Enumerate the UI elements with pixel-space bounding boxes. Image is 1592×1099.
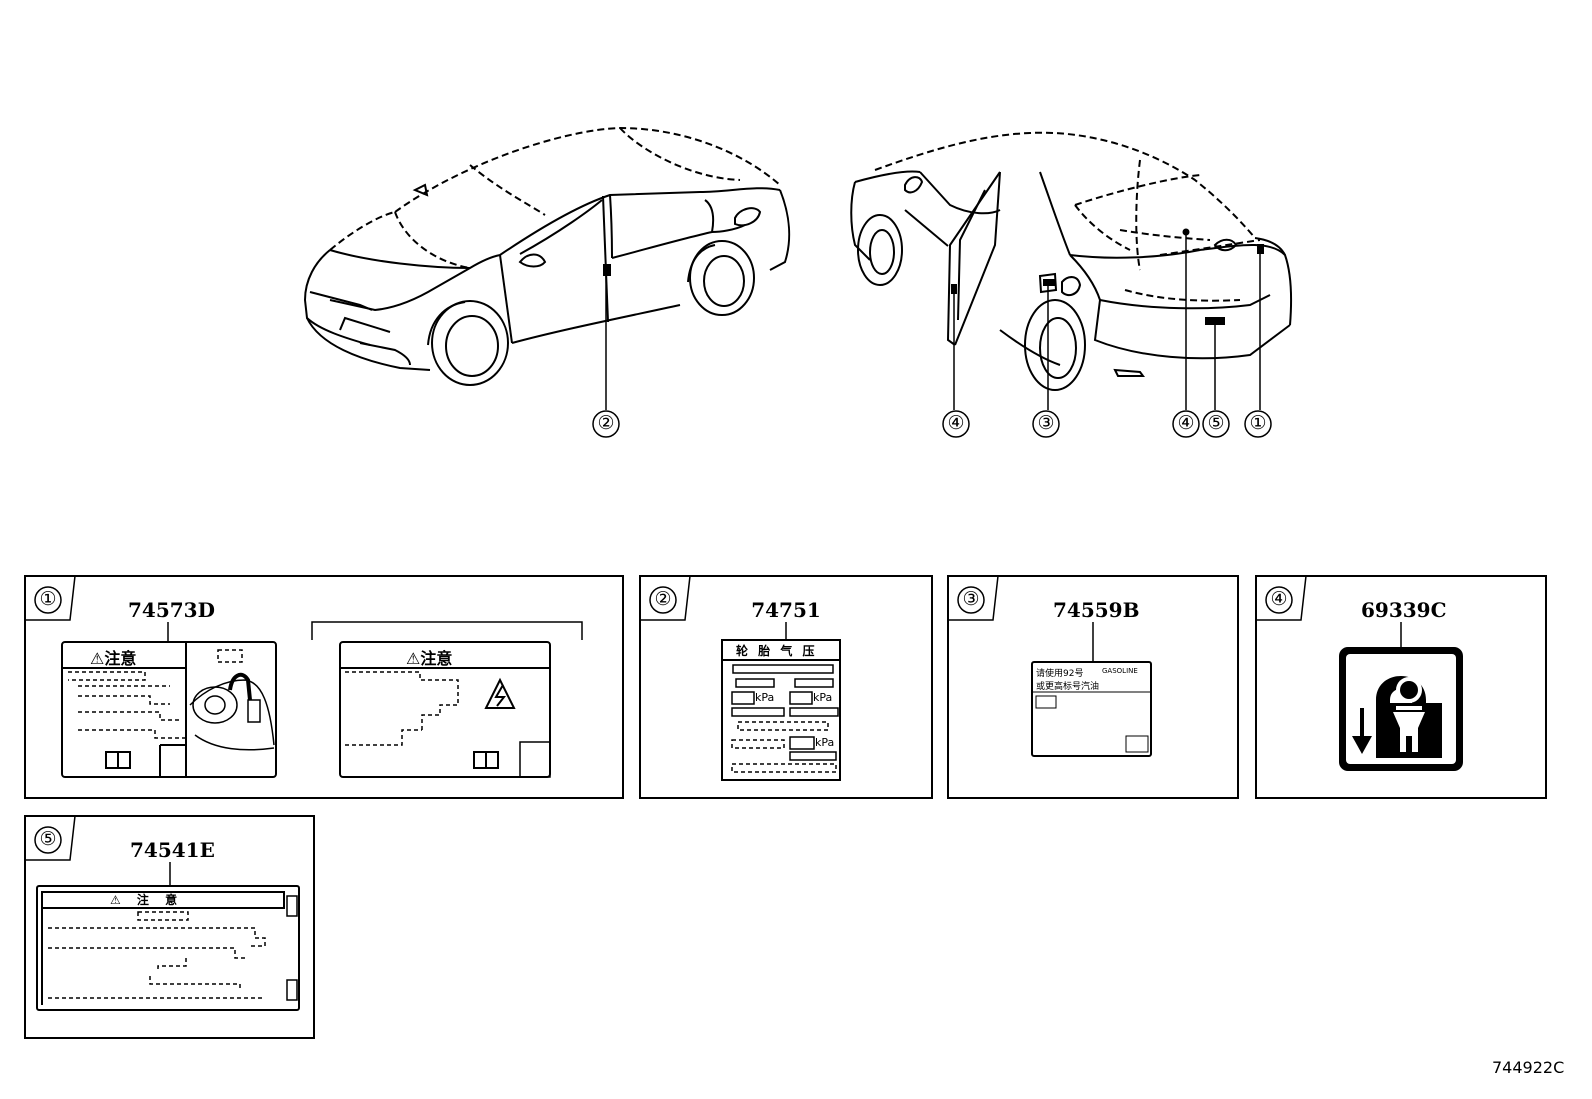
part-number-74751: 74751 [751,598,821,622]
label-3-line1: 请使用92号 [1036,669,1084,679]
diagram-id: 744922C [1492,1058,1565,1077]
label-2-unit-bottom: kPa [815,736,835,749]
car-rear-view [850,131,1293,410]
panel-5-number: ⑤ [39,828,57,850]
callout-car-4a: ④ [947,412,965,434]
label-1a-header: ⚠注意 [90,649,137,668]
part-number-74573D: 74573D [128,598,215,622]
label-5-header: ⚠ 注 意 [110,893,184,907]
callout-car-3: ③ [1037,412,1055,434]
panel-5-label [36,862,300,1011]
panel-4-number: ④ [1270,588,1288,610]
label-3-gasoline: GASOLINE [1102,667,1138,675]
label-2-unit-left: kPa [755,691,775,704]
panel-4-label [1339,622,1463,771]
car-front-view [303,126,791,410]
label-3-line2: 或更高标号汽油 [1036,682,1100,692]
label-2-unit-right: kPa [813,691,833,704]
panel-1-number: ① [39,588,57,610]
part-number-69339C: 69339C [1361,598,1447,622]
panel-1-labels [61,621,583,778]
panel-2-label [721,622,841,781]
callout-car-4b: ④ [1177,412,1195,434]
part-number-74559B: 74559B [1053,598,1140,622]
label-2-header: 轮 胎 气 压 [736,644,818,658]
panel-2-number: ② [654,588,672,610]
label-1b-header: ⚠注意 [406,649,453,668]
callout-car-2: ② [597,412,615,434]
callout-car-5: ⑤ [1207,412,1225,434]
panel-3-number: ③ [962,588,980,610]
callout-car-1: ① [1249,412,1267,434]
panel-frames [24,575,1547,1039]
part-number-74541E: 74541E [130,838,215,862]
panel-3-label [1031,622,1152,757]
